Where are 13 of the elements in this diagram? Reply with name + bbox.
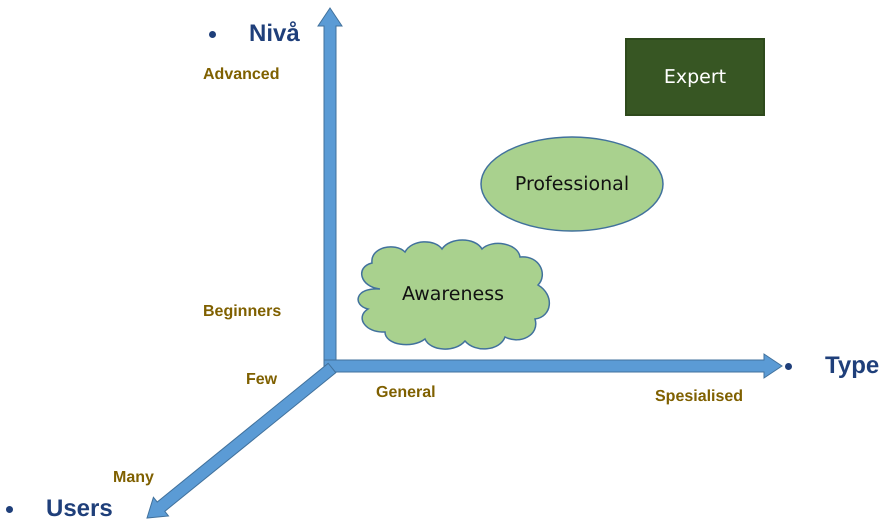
axis-value-label: Advanced xyxy=(203,66,280,84)
axis-value-label: Many xyxy=(113,469,154,487)
axis-title: Users xyxy=(2,495,113,522)
axis-value-label: Beginners xyxy=(203,303,282,321)
node-label: Professional xyxy=(514,173,630,195)
axis-title: Nivå xyxy=(205,20,300,48)
axis-value-label: General xyxy=(376,384,436,402)
axis-value-label: Few xyxy=(246,371,278,389)
level-box xyxy=(625,38,765,116)
node-label: Expert xyxy=(664,66,726,88)
axis-value-label: Spesialised xyxy=(655,388,744,406)
axis-title: Type xyxy=(781,352,880,380)
node-label: Awareness xyxy=(402,282,504,304)
